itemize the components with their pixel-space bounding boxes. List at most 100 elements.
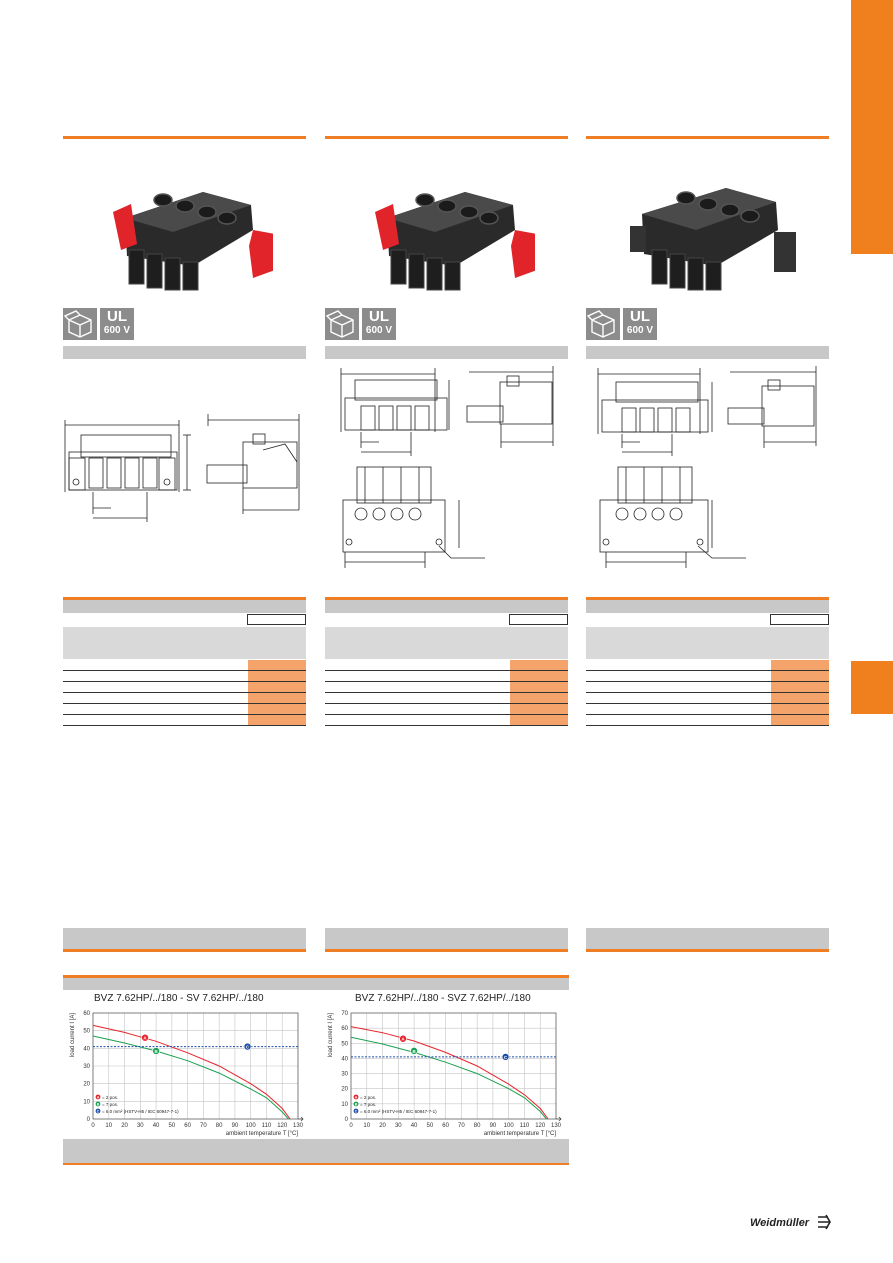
column-footer-bar [586, 928, 829, 949]
table-header-bar [325, 600, 568, 613]
data-table [325, 660, 568, 726]
table-row [63, 682, 306, 693]
x-axis-arrow [556, 1116, 562, 1122]
x-tick-label: 50 [427, 1123, 434, 1129]
column-footer-rule [325, 949, 568, 952]
section-tab-top [851, 0, 893, 254]
legend-marker-C [95, 1108, 101, 1114]
dimension-drawing-2 [340, 366, 554, 568]
series-line-A [350, 1026, 549, 1120]
table-row [325, 704, 568, 715]
x-tick-label: 130 [293, 1123, 304, 1129]
column-header-rule [586, 136, 829, 139]
dimension-drawing-3 [597, 366, 817, 568]
x-tick-label: 10 [105, 1123, 112, 1129]
table-row [325, 682, 568, 693]
table-cell [771, 671, 829, 681]
table-row [63, 693, 306, 704]
x-tick-label: 70 [200, 1123, 207, 1129]
x-tick-label: 130 [551, 1123, 562, 1129]
legend-entry: = 2 pos. [360, 1095, 376, 1100]
ul-certification-badge: UL 600 V [623, 308, 657, 340]
x-tick-label: 80 [474, 1123, 481, 1129]
ul-certification-badge: UL 600 V [362, 308, 396, 340]
curve-marker-C [243, 1042, 252, 1051]
x-tick-label: 80 [216, 1123, 223, 1129]
table-header-rule [586, 597, 829, 600]
legend-marker-label: C [97, 1110, 100, 1114]
curve-marker-label: C [504, 1055, 508, 1060]
legend-marker-label: C [355, 1110, 358, 1114]
table-row [63, 704, 306, 715]
table-row [586, 715, 829, 726]
x-tick-label: 60 [184, 1123, 191, 1129]
x-tick-label: 20 [121, 1123, 128, 1129]
curve-marker-label: B [412, 1049, 416, 1054]
table-row [586, 660, 829, 671]
table-row [325, 660, 568, 671]
table-row [586, 693, 829, 704]
column-footer-bar [63, 928, 306, 949]
chart-2-title: BVZ 7.62HP/../180 - SVZ 7.62HP/../180 [355, 993, 531, 1004]
curve-marker-label: C [246, 1045, 250, 1050]
connector-photo-3 [630, 188, 796, 291]
plot-frame [350, 1012, 557, 1120]
legend-marker-label: B [97, 1103, 100, 1107]
y-tick-label: 30 [341, 1072, 348, 1078]
table-row [325, 715, 568, 726]
y-tick-label: 60 [83, 1011, 90, 1017]
legend-entry: = 6.0 mm² (HSTV-H5 / IEC 60947-7-1) [360, 1109, 437, 1114]
x-tick-label: 120 [535, 1123, 546, 1129]
curve-marker-B [410, 1047, 418, 1055]
package-box-icon [63, 308, 97, 340]
table-header-box [247, 614, 306, 625]
series-line-A [92, 1024, 291, 1120]
y-tick-label: 20 [83, 1082, 90, 1088]
series-line-B [92, 1035, 289, 1120]
x-tick-label: 100 [504, 1123, 515, 1129]
connector-photo-1 [113, 192, 273, 291]
table-subheader [325, 627, 568, 659]
table-cell [510, 715, 568, 725]
weidmuller-logo: Weidmüller [750, 1214, 831, 1230]
y-tick-label: 0 [87, 1117, 91, 1123]
table-header-bar [586, 600, 829, 613]
charts-header-rule [63, 975, 569, 978]
legend-marker-label: B [355, 1103, 358, 1107]
curve-marker-label: A [143, 1036, 147, 1041]
x-tick-label: 0 [91, 1123, 95, 1129]
table-row [63, 660, 306, 671]
legend-entry: = 7 pos. [102, 1102, 118, 1107]
y-tick-label: 70 [341, 1011, 348, 1017]
table-subheader [586, 627, 829, 659]
table-cell [510, 682, 568, 692]
column-footer-rule [586, 949, 829, 952]
drawing-header-bar [325, 346, 568, 359]
table-header-rule [63, 597, 306, 600]
table-cell [248, 693, 306, 703]
column-footer-rule [63, 949, 306, 952]
package-box-icon [586, 308, 620, 340]
table-header-box [509, 614, 568, 625]
table-cell [510, 693, 568, 703]
column-footer-bar [325, 928, 568, 949]
curve-marker-A [141, 1033, 149, 1042]
series-line-B [350, 1036, 547, 1120]
ul-voltage: 600 V [365, 325, 393, 336]
ul-label: UL [630, 308, 650, 325]
dimension-drawing-1 [64, 414, 300, 522]
package-box-icon [325, 308, 359, 340]
y-tick-label: 30 [83, 1064, 90, 1070]
table-cell [248, 671, 306, 681]
ul-certification-badge: UL 600 V [100, 308, 134, 340]
table-cell [771, 693, 829, 703]
x-tick-label: 0 [349, 1123, 353, 1129]
legend-marker-A [95, 1094, 101, 1100]
y-axis-label: load current I [A] [70, 1013, 76, 1057]
y-tick-label: 50 [83, 1029, 90, 1035]
charts-header-bar [63, 978, 569, 990]
y-tick-label: 10 [83, 1099, 90, 1105]
table-cell [771, 660, 829, 670]
y-tick-label: 40 [341, 1056, 348, 1062]
table-header-rule [325, 597, 568, 600]
